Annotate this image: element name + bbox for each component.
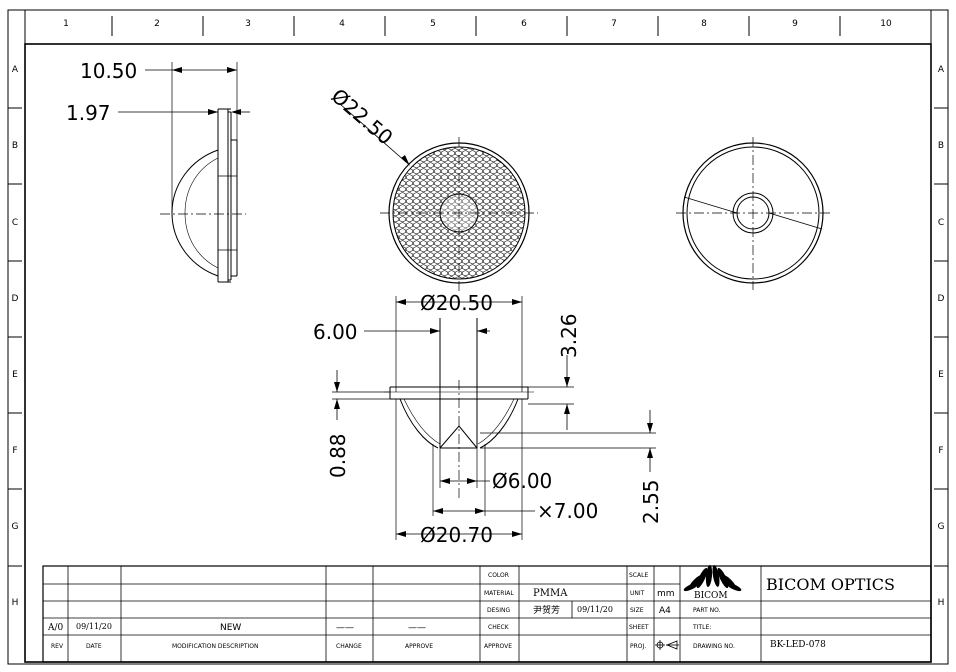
lens-back-view [676, 137, 832, 290]
dim-6-00: 6.00 [313, 320, 358, 344]
row-label-d-right: D [938, 294, 945, 304]
scale-label: SCALE [629, 572, 648, 579]
dim-7-00: ×7.00 [537, 499, 598, 523]
row-label-c-right: C [938, 218, 944, 228]
proj-label: PROJ. [630, 643, 646, 650]
row-label-e-left: E [12, 370, 18, 380]
bicom-logo [683, 565, 742, 592]
row-label-b-right: B [938, 141, 944, 151]
unit-value: mm [657, 589, 675, 599]
dim-2-55: 2.55 [639, 479, 663, 524]
section-view [332, 296, 656, 540]
change-label: CHANGE [336, 643, 362, 650]
col-label-9: 9 [792, 19, 798, 29]
material-value: PMMA [533, 588, 568, 599]
description-value: NEW [220, 623, 241, 633]
row-label-a-left: A [12, 65, 19, 75]
title-label: TITLE: [692, 624, 711, 631]
col-label-8: 8 [701, 19, 707, 29]
size-label: SIZE [630, 607, 644, 614]
col-label-3: 3 [245, 19, 251, 29]
title-block: BICOM BICOM OPTICS A/0 09/11/20 NEW —— —… [42, 565, 932, 663]
col-label-7: 7 [611, 19, 617, 29]
col-label-1: 1 [63, 19, 69, 29]
drawing-no-label: DRAWING NO. [693, 643, 735, 650]
col-label-10: 10 [880, 19, 892, 29]
design-date: 09/11/20 [577, 605, 613, 614]
side-view [118, 62, 250, 283]
part-no-label: PART NO. [693, 607, 721, 614]
row-label-g-left: G [12, 522, 19, 532]
unit-label: UNIT [630, 590, 645, 597]
sheet-label: SHEET [629, 624, 649, 631]
dim-6-00-diameter: Ø6.00 [492, 469, 552, 493]
dim-1-97: 1.97 [66, 101, 111, 125]
check-label: CHECK [488, 624, 510, 631]
row-label-g-right: G [938, 522, 945, 532]
rev-value: A/0 [47, 623, 64, 633]
row-label-e-right: E [938, 370, 944, 380]
material-label: MATERIAL [484, 590, 514, 597]
row-label-f-right: F [938, 446, 943, 456]
projection-symbol-icon [655, 640, 679, 650]
company-name: BICOM OPTICS [766, 575, 895, 594]
row-label-h-left: H [12, 598, 19, 608]
dim-20-70: Ø20.70 [420, 523, 493, 547]
row-label-f-left: F [12, 446, 17, 456]
zone-markers: 1 2 3 4 5 6 7 8 9 10 A B C D E F G H A B… [8, 16, 948, 608]
col-label-4: 4 [339, 19, 345, 29]
col-label-2: 2 [154, 19, 160, 29]
col-label-5: 5 [430, 19, 436, 29]
drawing-no-value: BK-LED-078 [770, 640, 826, 650]
description-label: MODIFICATION DESCRIPTION [172, 643, 259, 650]
lens-front-view [339, 103, 538, 292]
change-value: —— [336, 623, 354, 633]
date-value: 09/11/20 [76, 622, 112, 631]
dim-20-50: Ø20.50 [420, 291, 493, 315]
dim-3-26: 3.26 [557, 313, 581, 358]
row-label-d-left: D [12, 294, 19, 304]
logo-text: BICOM [694, 591, 728, 601]
designer-value: 尹贺芳 [533, 604, 560, 616]
dim-10-50: 10.50 [80, 59, 137, 83]
dim-22-50: Ø22.50 [327, 84, 398, 150]
design-label: DESING [487, 607, 510, 614]
row-label-c-left: C [12, 218, 18, 228]
size-value: A4 [659, 606, 671, 616]
color-label: COLOR [488, 572, 509, 579]
col-label-6: 6 [521, 19, 527, 29]
date-label: DATE [86, 643, 102, 650]
approve-label: APPROVE [405, 643, 433, 650]
row-label-h-right: H [938, 598, 945, 608]
approve2-label: APPROVE [484, 643, 512, 650]
approve-value: —— [408, 623, 426, 633]
row-label-b-left: B [12, 141, 18, 151]
rev-label: REV [51, 643, 64, 650]
dim-0-88: 0.88 [326, 433, 350, 478]
row-label-a-right: A [938, 65, 945, 75]
